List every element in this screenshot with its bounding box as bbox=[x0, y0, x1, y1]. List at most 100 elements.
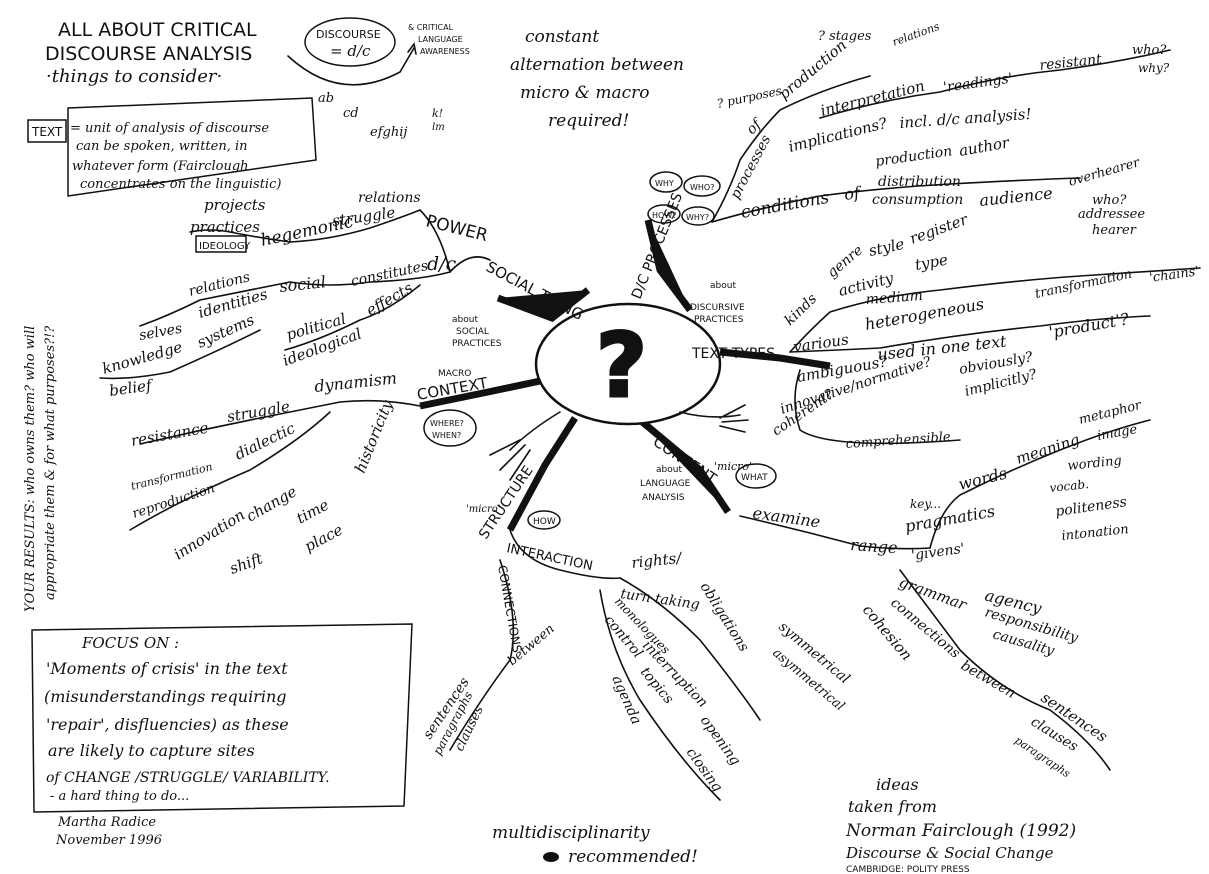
processes-production: production bbox=[775, 36, 850, 103]
text-box-line-4: concentrates on the linguistic) bbox=[80, 177, 281, 192]
side-note: YOUR RESULTS: who owns them? who will ap… bbox=[23, 325, 58, 612]
social-about-2: SOCIAL bbox=[456, 327, 489, 337]
text-tag: TEXT bbox=[31, 125, 63, 139]
focus-line-1: 'Moments of crisis' in the text bbox=[46, 659, 288, 678]
center-question-mark: ? bbox=[596, 314, 647, 417]
hegemonic-practices: practices bbox=[190, 218, 260, 236]
macro-struggle: struggle bbox=[226, 397, 292, 426]
rights-line bbox=[619, 577, 761, 721]
content-about-1: about bbox=[656, 465, 682, 475]
discourse-bubble-line-2: = d/c bbox=[330, 42, 371, 60]
trunk-content bbox=[637, 417, 731, 514]
macro-shift: shift bbox=[227, 549, 266, 578]
what-bubble bbox=[735, 463, 777, 489]
macro-dialectic: dialectic bbox=[232, 419, 299, 464]
macro-label-macro: MACRO bbox=[438, 369, 471, 379]
ambiguous-line bbox=[794, 369, 961, 445]
processes-about-1: about bbox=[710, 281, 736, 291]
trunk-processes bbox=[644, 219, 693, 313]
footer-multidisciplinarity: multidisciplinarity bbox=[492, 823, 650, 843]
social-constitutes: constitutes bbox=[350, 258, 430, 290]
text-tag-frame bbox=[27, 119, 67, 143]
content-politeness: politeness bbox=[1054, 494, 1127, 520]
processes-relations: relations bbox=[891, 20, 942, 49]
macro-place: place bbox=[301, 521, 345, 556]
processes-audience: audience bbox=[978, 183, 1053, 210]
texttypes-product: 'product'? bbox=[1047, 309, 1130, 342]
discourse-bubble bbox=[304, 17, 396, 67]
content-givens: 'givens' bbox=[910, 541, 965, 564]
signature-date: November 1996 bbox=[55, 833, 162, 848]
macro-time: time bbox=[293, 496, 332, 528]
letters-cd: cd bbox=[343, 106, 359, 121]
trunk-structure bbox=[506, 416, 578, 532]
text-box-frame bbox=[67, 97, 317, 197]
social-about-3: PRACTICES bbox=[452, 339, 502, 349]
texttypes-chains: 'chains' bbox=[1148, 264, 1199, 286]
structure-interaction: INTERACTION bbox=[505, 541, 594, 574]
structure-rights: rights/ bbox=[631, 549, 685, 572]
systems-line bbox=[99, 329, 261, 380]
processes-resistant: resistant bbox=[1039, 51, 1103, 73]
processes-purposes: ? purposes bbox=[716, 84, 783, 111]
texttypes-comprehensible: comprehensible bbox=[845, 430, 951, 452]
processes-production2: production bbox=[874, 143, 953, 170]
left-hand-icon bbox=[489, 411, 561, 481]
letters-ab: ab bbox=[318, 91, 334, 106]
content-key: key... bbox=[910, 497, 941, 511]
dialectic-line bbox=[129, 411, 331, 531]
text-box-line-1: = unit of analysis of discourse bbox=[70, 121, 269, 136]
why2-bubble bbox=[681, 206, 715, 226]
letters-lm: lm bbox=[432, 122, 445, 133]
texttypes-transformation: transformation bbox=[1034, 267, 1134, 302]
discourse-bubble-line-1: DISCOURSE bbox=[316, 28, 381, 41]
who-bubble bbox=[683, 175, 721, 197]
focus-line-6: - a hard thing to do... bbox=[50, 789, 189, 804]
where-when-bubble bbox=[423, 409, 477, 447]
trunk-texttypes bbox=[719, 348, 831, 370]
signature-name: Martha Radice bbox=[57, 815, 156, 830]
alternation-note: constant alternation between micro & mac… bbox=[510, 27, 684, 131]
source-line-1: ideas bbox=[876, 775, 919, 794]
processes-bubble-why: WHY bbox=[655, 179, 674, 188]
power-relations: relations bbox=[358, 190, 421, 206]
processes-of2: of bbox=[843, 183, 864, 204]
focus-line-5: of CHANGE /STRUGGLE/ VARIABILITY. bbox=[46, 770, 330, 786]
processes-who: who? bbox=[1132, 43, 1167, 58]
content-what: WHAT bbox=[741, 473, 768, 483]
macro-change: change bbox=[243, 482, 300, 525]
text-box-line-3: whatever form (Fairclough bbox=[72, 159, 249, 174]
macro-when: WHEN? bbox=[432, 431, 461, 440]
social-dc: d/c bbox=[427, 253, 457, 275]
how-bubble bbox=[647, 204, 681, 224]
macro-dynamism: dynamism bbox=[313, 368, 397, 396]
content-image: image bbox=[1096, 422, 1139, 444]
content-range: range bbox=[850, 535, 898, 557]
hegemonic-line bbox=[189, 229, 291, 243]
processes-hearer: hearer bbox=[1092, 223, 1137, 238]
cla-line-1: & CRITICAL bbox=[408, 23, 454, 32]
processes-processes: processes bbox=[727, 133, 774, 202]
focus-line-2: (misunderstandings requiring bbox=[44, 687, 287, 706]
processes-addressee: addressee bbox=[1078, 207, 1145, 222]
focus-line-4: are likely to capture sites bbox=[48, 741, 255, 760]
processes-who2: who? bbox=[1092, 193, 1127, 208]
processes-consumption: consumption bbox=[872, 192, 963, 208]
title-block: ALL ABOUT CRITICAL DISCOURSE ANALYSIS ·t… bbox=[45, 17, 470, 87]
connections-line bbox=[899, 569, 1111, 771]
side-note-line-1: YOUR RESULTS: who owns them? who will bbox=[23, 326, 38, 612]
title-line-1: ALL ABOUT CRITICAL bbox=[58, 19, 257, 41]
source-line-3: Norman Fairclough (1992) bbox=[845, 821, 1076, 841]
text-box-line-2: can be spoken, written, in bbox=[76, 139, 248, 154]
macro-resistance: resistance bbox=[130, 419, 210, 450]
content-between: between bbox=[958, 658, 1018, 702]
content-main-line bbox=[739, 515, 931, 550]
trunk-social bbox=[496, 287, 591, 322]
macro-historicity: historicity bbox=[351, 397, 397, 476]
signature: Martha Radice November 1996 bbox=[55, 815, 162, 848]
macro-innovation: innovation bbox=[171, 506, 248, 564]
alternation-line-3: micro & macro bbox=[520, 83, 650, 103]
structure-how: HOW bbox=[533, 517, 556, 527]
center-node: ? bbox=[419, 219, 831, 532]
title-arrow bbox=[287, 47, 415, 86]
